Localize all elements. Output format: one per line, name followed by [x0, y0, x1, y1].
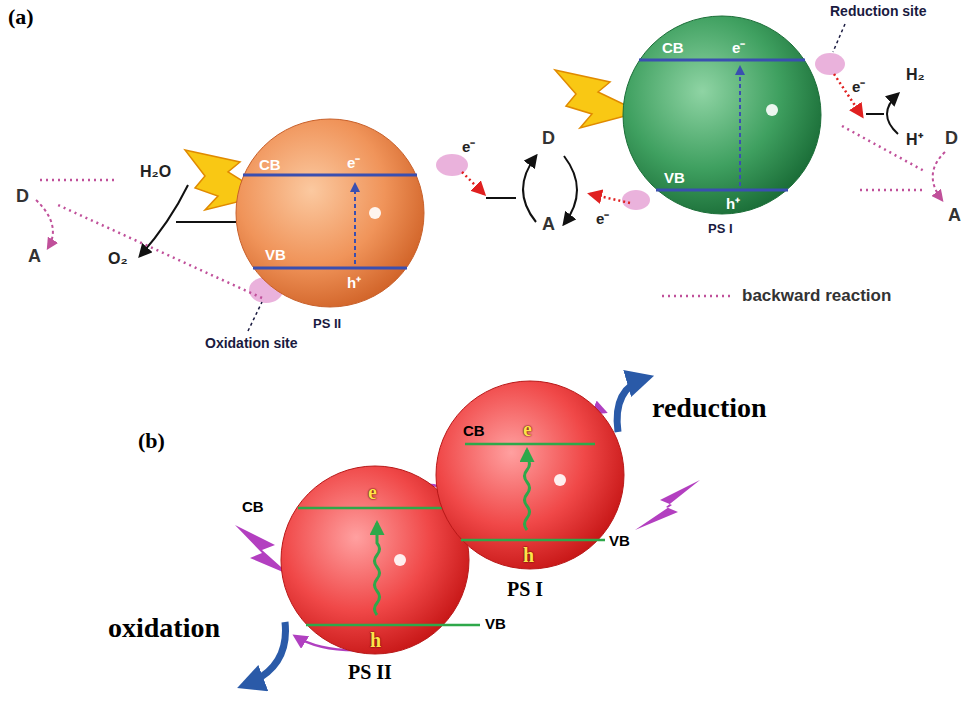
line-shape — [298, 507, 452, 510]
backward-line — [40, 179, 118, 182]
circle-shape — [236, 119, 424, 307]
path-shape — [354, 184, 356, 264]
reaction-line — [486, 197, 516, 199]
backward-line — [842, 126, 926, 172]
circle-shape — [766, 104, 778, 116]
leader-line — [833, 24, 845, 52]
line-shape — [253, 267, 407, 270]
photosystem-label: PS I — [507, 578, 543, 601]
process-label: reduction — [652, 392, 767, 424]
photosystem-label: PS I — [708, 221, 733, 236]
light-bolt — [635, 480, 700, 530]
photocatalyst-sphere: CBe⁻VBh⁺PS II — [235, 118, 425, 308]
electron-label: e — [523, 418, 532, 441]
acceptor-label: A — [948, 205, 961, 226]
reaction-site — [815, 53, 845, 75]
backward-arrow — [933, 152, 945, 200]
reduction-arrow — [617, 378, 646, 432]
photosystem-label: PS II — [313, 316, 341, 331]
line-shape — [639, 59, 805, 62]
band-label: CB — [259, 156, 281, 173]
donor-label: D — [945, 128, 958, 149]
donor-label: D — [16, 186, 29, 207]
reaction-site — [622, 190, 650, 210]
path-shape — [525, 450, 530, 530]
leader-line — [248, 302, 262, 331]
line-shape — [662, 295, 730, 298]
path-shape — [739, 67, 741, 186]
process-label: oxidation — [108, 612, 220, 644]
electron-arrow — [590, 194, 630, 203]
circle-shape — [369, 207, 381, 219]
photocatalyst-sphere: CBe⁻VBh⁺PS I — [622, 15, 822, 215]
reaction-arrow — [564, 156, 577, 224]
sphere-shape — [235, 118, 425, 308]
electron-label: e — [368, 481, 377, 504]
acceptor-label: A — [28, 246, 41, 267]
hole-label: h⁺ — [726, 193, 740, 213]
path-shape — [375, 523, 380, 615]
backward-arrow — [36, 200, 53, 248]
band-label: VB — [265, 246, 286, 263]
reactant-label: H₂O — [140, 163, 171, 181]
product-label: O₂ — [108, 250, 128, 268]
reaction-arrow — [887, 94, 898, 134]
backward-line — [58, 205, 262, 298]
reaction-line — [866, 113, 884, 115]
photocatalyst-sphere: CBeVBhPS I — [435, 380, 625, 570]
circle-shape — [623, 16, 821, 214]
panel-label: (a) — [8, 4, 34, 30]
reaction-arrow — [523, 156, 536, 222]
site-label: Reduction site — [830, 3, 926, 19]
line-shape — [461, 539, 605, 542]
electron-label: e⁻ — [347, 152, 360, 172]
panel-label: (b) — [138, 428, 165, 454]
circle-shape — [394, 554, 406, 566]
oxidation-arrow — [245, 622, 286, 685]
circle-shape — [436, 381, 624, 569]
line-shape — [306, 624, 480, 627]
band-label: VB — [485, 615, 506, 632]
electron-label: e⁻ — [596, 208, 609, 228]
legend-swatch — [660, 290, 732, 302]
reaction-line — [176, 221, 236, 223]
site-label: Oxidation site — [205, 335, 298, 351]
acceptor-label: A — [542, 214, 555, 235]
line-shape — [465, 443, 595, 446]
line-shape — [243, 174, 417, 177]
hole-label: h — [370, 629, 381, 652]
product-label: H₂ — [906, 66, 925, 84]
electron-label: e⁻ — [732, 37, 745, 57]
reactant-label: H⁺ — [906, 128, 923, 150]
electron-label: e⁻ — [462, 136, 475, 156]
band-label: CB — [662, 39, 684, 56]
backward-line — [860, 189, 926, 192]
hole-label: h — [523, 544, 534, 567]
donor-label: D — [542, 128, 555, 149]
hole-label: h⁺ — [347, 272, 361, 292]
band-label: VB — [609, 532, 630, 549]
sphere-shape — [622, 15, 822, 215]
legend-text: backward reaction — [742, 286, 891, 306]
electron-arrow — [462, 172, 484, 194]
electron-label: e⁻ — [852, 76, 865, 96]
band-label: CB — [463, 422, 485, 439]
photosystem-label: PS II — [348, 661, 392, 684]
line-shape — [656, 189, 788, 192]
band-label: CB — [242, 498, 264, 515]
sphere-shape — [435, 380, 625, 570]
circle-shape — [554, 474, 566, 486]
band-label: VB — [664, 169, 685, 186]
legend-row: backward reaction — [660, 286, 891, 306]
